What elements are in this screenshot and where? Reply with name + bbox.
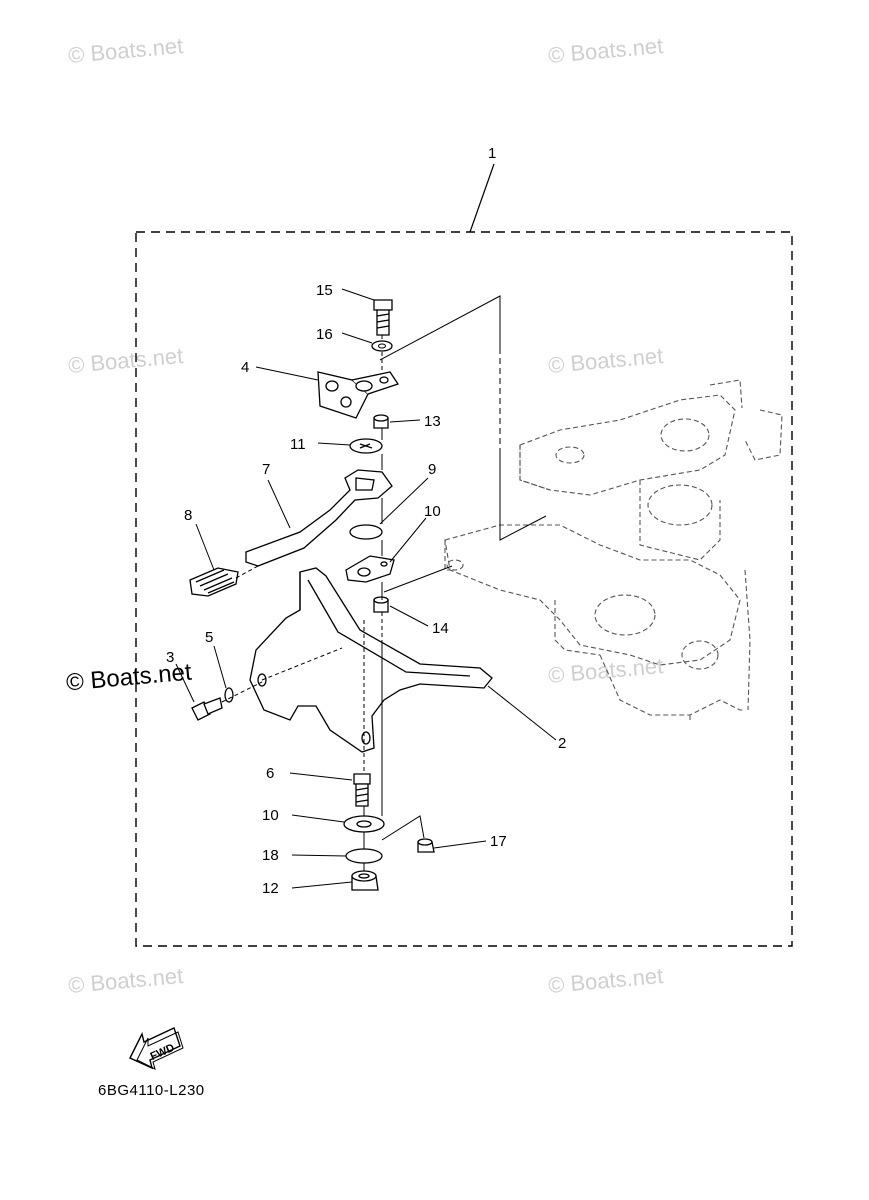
- part-code-label: 6BG4110-L230: [98, 1082, 205, 1099]
- part-bolt-15: [373, 299, 393, 336]
- part-bracket-2: [249, 567, 493, 753]
- callout-5: 5: [205, 629, 213, 646]
- assembly-axes: [261, 295, 547, 871]
- part-nut-13: [351, 870, 379, 891]
- part-pin-6: [353, 773, 371, 807]
- callout-10-lower: 10: [262, 807, 279, 824]
- callout-4: 4: [241, 359, 249, 376]
- callout-14: 14: [432, 620, 449, 637]
- part-bracket-4: [317, 371, 400, 419]
- callout-7: 7: [262, 461, 270, 478]
- fwd-arrow-icon: FWD: [129, 1027, 184, 1070]
- callout-1: 1: [488, 145, 496, 162]
- callout-9: 9: [428, 461, 436, 478]
- ghost-mount-bracket: [444, 379, 783, 720]
- callout-16: 16: [316, 326, 333, 343]
- callout-2: 2: [558, 735, 566, 752]
- part-washer-9: [349, 524, 383, 540]
- part-ring-5: [224, 687, 234, 703]
- part-washer-16-hole: [378, 343, 386, 349]
- part-grip-8: [189, 567, 239, 597]
- part-collar-14: [373, 596, 389, 613]
- part-nut-17: [417, 838, 435, 853]
- part-clip-11: [349, 438, 383, 454]
- part-screw-3: [191, 697, 223, 721]
- leader-lines: [175, 288, 557, 889]
- callout-18: 18: [262, 847, 279, 864]
- callout-13: 12: [262, 880, 279, 897]
- assembly-frame: [135, 231, 793, 947]
- callout-12: 13: [424, 413, 441, 430]
- leader-1: [469, 163, 495, 233]
- callout-8: 8: [184, 507, 192, 524]
- part-collar-12: [373, 414, 389, 429]
- callout-10-upper: 10: [424, 503, 441, 520]
- part-plate-10-lower: [343, 815, 385, 833]
- callout-11: 11: [290, 436, 306, 453]
- part-washer-18: [345, 848, 383, 864]
- axis-3: [221, 681, 263, 703]
- grip-guide: [235, 565, 259, 579]
- part-plate-10-upper: [345, 555, 395, 583]
- callout-6: 6: [266, 765, 274, 782]
- callout-15: 15: [316, 282, 333, 299]
- callout-17: 17: [490, 833, 507, 850]
- part-lever-7: [245, 469, 393, 567]
- callout-3: 3: [166, 649, 174, 666]
